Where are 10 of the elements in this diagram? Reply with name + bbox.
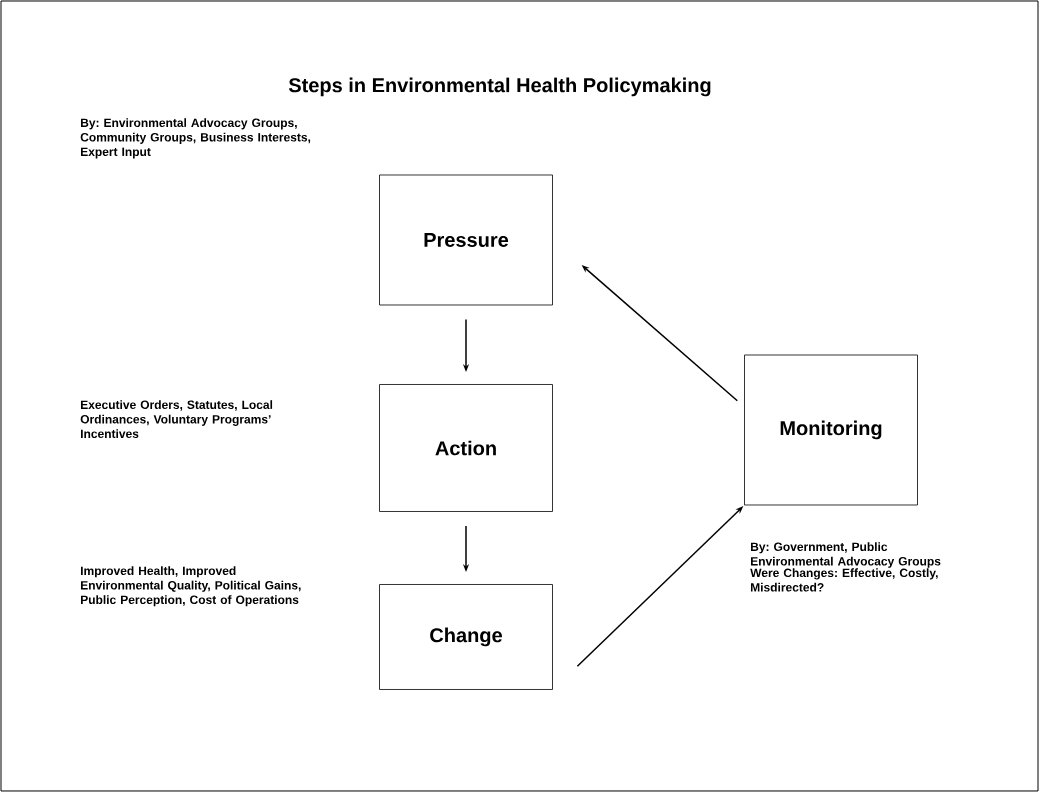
process-box: Monitoring <box>744 354 918 506</box>
note-text: By: Environmental Advocacy Groups, Community Groups, Business Interests, Expert Input <box>80 118 311 159</box>
caption-text: Were Changes: Effective, Costly, Misdirected? <box>750 568 938 592</box>
process-box: Pressure <box>379 174 553 306</box>
note-text: Executive Orders, Statutes, Local Ordinances, Voluntary Programs’ Incentives <box>80 400 273 438</box>
process-box: Change <box>379 584 553 690</box>
caption-text: By: Government, Public Environmental Advocacy Groups <box>751 542 941 568</box>
process-box: Action <box>379 384 553 512</box>
title: Steps in Environmental Health Policymaking <box>288 77 711 97</box>
note-text: Improved Health, Improved Environmental Quality, Political Gains, Public Perception, Cost of Operations <box>81 566 301 607</box>
